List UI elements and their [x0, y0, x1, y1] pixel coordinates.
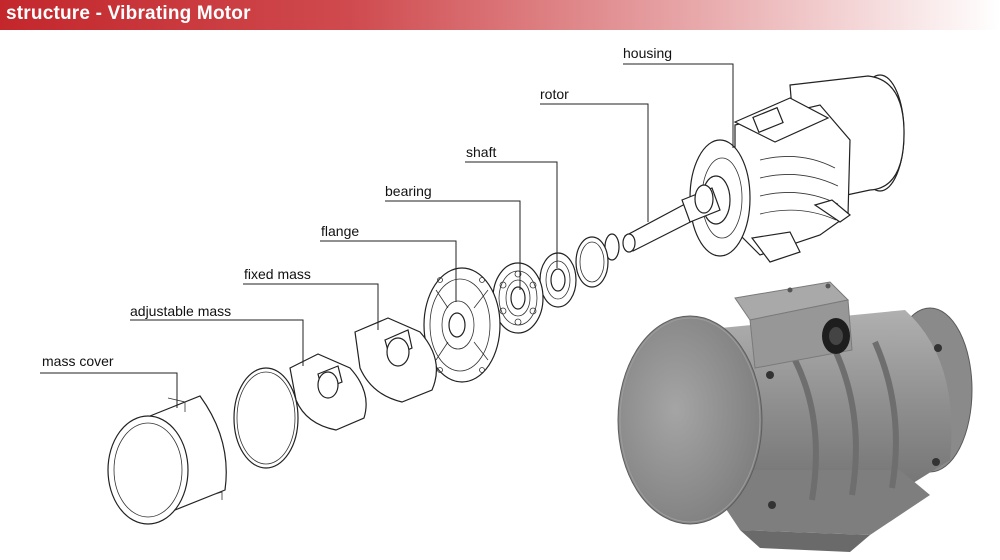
label-flange: flange	[321, 223, 359, 239]
label-housing: housing	[623, 45, 672, 61]
o-ring-drawing	[233, 367, 299, 469]
label-fixed-mass: fixed mass	[244, 266, 311, 282]
rotor-shaft-drawing	[622, 184, 721, 253]
label-adjustable-mass: adjustable mass	[130, 303, 231, 319]
label-shaft: shaft	[466, 144, 496, 160]
label-bearing: bearing	[385, 183, 432, 199]
label-rotor: rotor	[540, 86, 569, 102]
flange-drawing	[423, 267, 501, 383]
page-title: structure - Vibrating Motor	[6, 3, 251, 24]
snap-rings-drawing	[539, 233, 620, 308]
o-ring-inner	[236, 371, 296, 465]
mass-cover-drawing	[107, 395, 227, 525]
title-banner: structure - Vibrating Motor	[0, 0, 1000, 30]
adjustable-mass-drawing	[289, 353, 367, 431]
leader-lines	[40, 63, 734, 408]
bearing-drawing	[492, 262, 544, 334]
vibrating-motor-photo	[617, 281, 973, 552]
fixed-mass-drawing	[354, 317, 438, 403]
housing-drawing	[689, 74, 905, 263]
label-mass-cover: mass cover	[42, 353, 114, 369]
